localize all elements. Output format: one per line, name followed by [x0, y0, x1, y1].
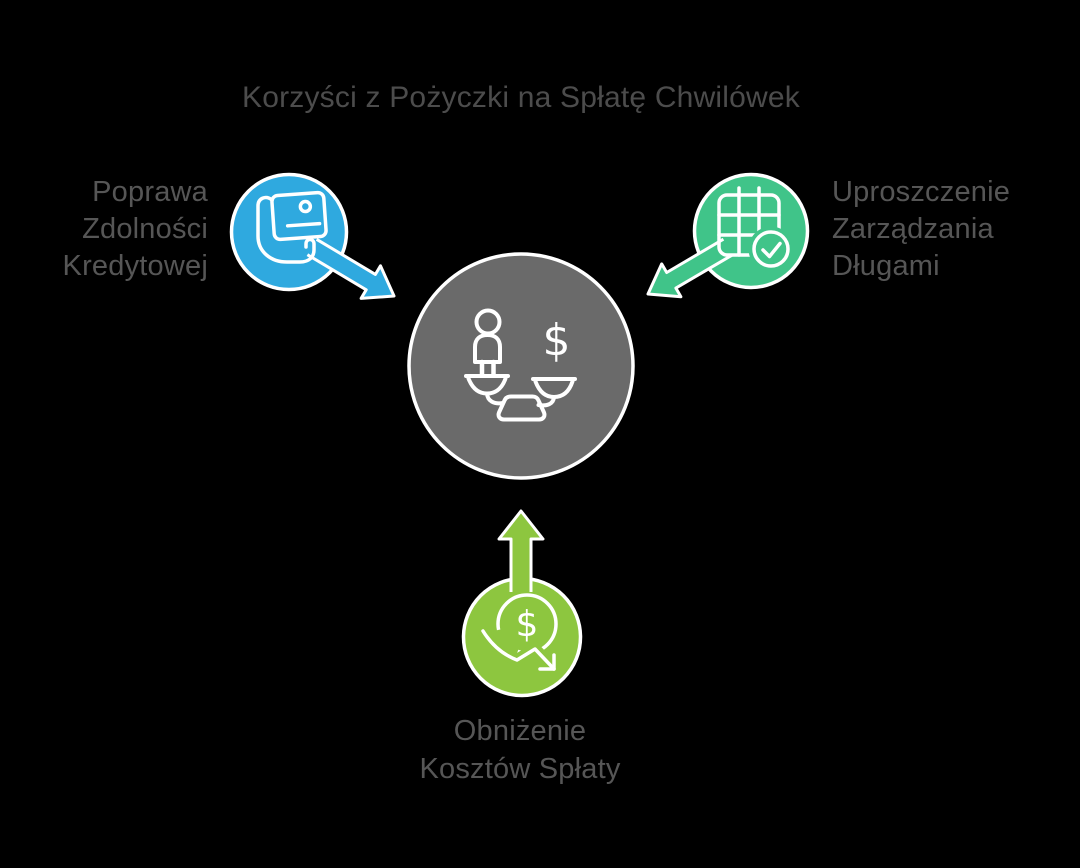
label-line: Zdolności: [82, 213, 208, 245]
scale-left-arm: [485, 391, 505, 406]
label-debt-management: Uproszczenie Zarządzania Długami: [832, 174, 1072, 285]
hand-shape: [256, 195, 316, 264]
arrow-credit-to-center: [306, 238, 396, 300]
label-line: Poprawa: [92, 176, 208, 208]
id-card-text-line: [285, 221, 322, 228]
label-credit-improvement: Poprawa Zdolności Kredytowej: [0, 174, 208, 285]
scale-base: [496, 394, 547, 422]
person-legs: [479, 359, 496, 378]
checkmark-glyph: [761, 241, 782, 259]
label-line: Kosztów Spłaty: [419, 753, 621, 785]
label-cost-reduction: Obniżenie Kosztów Spłaty: [0, 712, 1040, 788]
label-line: Uproszczenie: [832, 176, 1011, 208]
schedule-table-shape: [717, 193, 781, 257]
dollar-cost-decrease-icon: $: [477, 593, 559, 674]
id-card-photo-dot: [298, 199, 313, 214]
credit-improvement-circle: [229, 172, 349, 292]
debt-management-circle: [692, 172, 810, 290]
center-circle: [407, 252, 635, 480]
check-badge-ring: [752, 230, 790, 268]
label-line: Obniżenie: [453, 715, 587, 747]
arrow-management-to-center: [646, 237, 734, 299]
label-line: Kredytowej: [62, 250, 208, 282]
page-title: Korzyści z Pożyczki na Spłatę Chwilówek: [242, 81, 800, 114]
scale-dollar-glyph: $: [543, 315, 571, 366]
id-card-shape: [270, 190, 328, 242]
balance-scale-person-dollar-icon: $: [464, 308, 577, 422]
hand-holding-id-card-icon: [256, 190, 328, 264]
label-line: Zarządzania: [832, 213, 994, 245]
decrease-line: [481, 629, 556, 671]
decrease-arrowhead: [538, 653, 556, 671]
label-line: Długami: [832, 250, 940, 282]
coin-dollar-glyph: $: [516, 604, 539, 645]
person-torso: [473, 333, 502, 364]
arrow-cost-to-center: [497, 509, 545, 592]
debt-schedule-check-icon: [717, 186, 794, 272]
